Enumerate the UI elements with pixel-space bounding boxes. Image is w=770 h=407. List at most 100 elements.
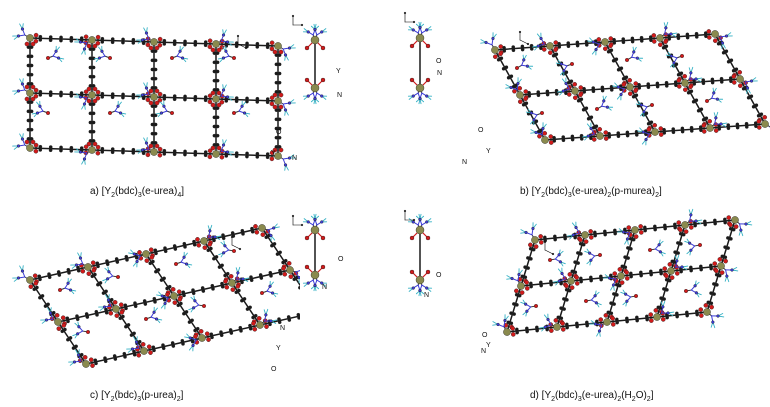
carbon-atom xyxy=(76,268,81,273)
yttrium-atom xyxy=(571,87,579,95)
caption-b: b) [Y2(bdc)3(e-urea)2(p-murea)2] xyxy=(520,186,662,199)
carbon-atom xyxy=(529,43,534,48)
oxygen-atom xyxy=(564,283,569,289)
carbon-atom xyxy=(255,96,260,101)
carbon-atom xyxy=(29,54,34,59)
carbon-atom xyxy=(172,97,177,102)
oxygen-atom xyxy=(638,224,643,229)
panel-a-label-y: Y xyxy=(271,150,276,157)
carbon-atom xyxy=(591,86,596,90)
carbon-atom xyxy=(88,74,93,79)
carbon-atom xyxy=(172,152,177,157)
carbon-atom xyxy=(274,135,279,140)
carbon-atom xyxy=(278,268,282,273)
carbon-atom xyxy=(512,302,516,306)
yttrium-atom xyxy=(310,225,320,235)
axis-marker xyxy=(403,209,407,213)
carbon-atom xyxy=(576,251,580,255)
nitrogen-atom xyxy=(221,56,226,60)
carbon-atom xyxy=(220,284,225,289)
oxygen-atom xyxy=(157,97,163,103)
oxygen-atom xyxy=(603,313,609,318)
carbon-atom xyxy=(559,316,564,321)
carbon-atom xyxy=(203,150,208,154)
carbon-atom xyxy=(183,42,187,47)
nitrogen-atom xyxy=(588,251,592,255)
nitrogen-atom xyxy=(162,104,166,108)
carbon-atom xyxy=(150,58,155,63)
carbon-atom xyxy=(709,266,713,271)
carbon-atom xyxy=(270,243,274,248)
carbon-atom xyxy=(69,94,74,98)
nitrogen-atom xyxy=(503,318,507,323)
carbon-atom xyxy=(122,351,127,356)
inset-c-label-o: O xyxy=(338,256,344,263)
carbon-atom xyxy=(137,339,142,344)
carbon-atom xyxy=(723,255,728,260)
carbon-atom xyxy=(553,237,557,242)
oxygen-atom xyxy=(610,322,616,327)
carbon-atom xyxy=(726,246,730,250)
nitrogen-atom xyxy=(268,284,272,288)
oxygen-atom xyxy=(664,273,669,279)
nitrogen-atom xyxy=(621,230,626,234)
carbon-atom xyxy=(512,312,516,316)
nitrogen-atom xyxy=(715,97,719,101)
nitrogen-atom xyxy=(669,32,673,36)
carbon-atom xyxy=(113,357,118,361)
oxygen-atom xyxy=(114,313,120,318)
carbon-atom xyxy=(162,297,167,302)
oxygen-atom xyxy=(669,275,675,280)
oxygen-atom xyxy=(409,269,415,275)
carbon-atom xyxy=(617,283,622,288)
oxygen-atom xyxy=(610,316,615,321)
oxygen-atom xyxy=(92,141,98,147)
nitrogen-atom xyxy=(749,79,754,83)
carbon-atom xyxy=(523,275,528,280)
oxygen-atom xyxy=(210,145,216,151)
nitrogen-atom xyxy=(425,286,429,290)
nitrogen-atom xyxy=(689,71,693,75)
carbon-atom xyxy=(694,35,699,39)
oxygen-atom xyxy=(547,50,553,56)
carbon-atom xyxy=(685,313,689,318)
carbon-atom xyxy=(646,121,651,126)
oxygen-atom xyxy=(549,328,554,333)
axis-marker xyxy=(543,240,547,244)
nitrogen-atom xyxy=(574,225,578,230)
nitrogen-atom xyxy=(560,271,564,276)
carbon-atom xyxy=(124,254,129,259)
nitrogen-atom xyxy=(425,94,429,98)
carbon-atom xyxy=(593,233,597,238)
carbon-atom xyxy=(585,323,589,328)
nitrogen-atom xyxy=(694,77,698,81)
oxygen-atom xyxy=(201,303,206,308)
nitrogen-atom xyxy=(152,310,156,314)
carbon-atom xyxy=(248,323,252,328)
nitrogen-atom xyxy=(140,93,145,97)
carbon-atom xyxy=(655,84,660,89)
oxygen-atom xyxy=(603,136,609,141)
carbon-atom xyxy=(253,313,258,318)
carbon-atom xyxy=(721,50,726,55)
carbon-atom xyxy=(589,115,594,120)
inset-a-label-n: N xyxy=(337,92,343,99)
carbon-atom xyxy=(703,219,707,224)
carbon-atom xyxy=(553,234,557,239)
oxygen-atom xyxy=(252,326,258,332)
carbon-atom xyxy=(570,134,575,139)
oxygen-atom xyxy=(304,264,310,270)
nitrogen-atom xyxy=(688,241,692,245)
carbon-atom xyxy=(599,274,603,279)
carbon-atom xyxy=(694,31,699,36)
carbon-atom xyxy=(671,127,676,131)
carbon-atom xyxy=(575,43,580,48)
carbon-atom xyxy=(609,48,614,53)
carbon-atom xyxy=(731,227,736,232)
carbon-atom xyxy=(265,100,270,105)
oxygen-atom xyxy=(624,58,629,63)
nitrogen-atom xyxy=(306,220,310,224)
oxygen-atom xyxy=(207,242,213,247)
inset-b-label-o: O xyxy=(436,58,442,65)
carbon-atom xyxy=(709,263,713,268)
